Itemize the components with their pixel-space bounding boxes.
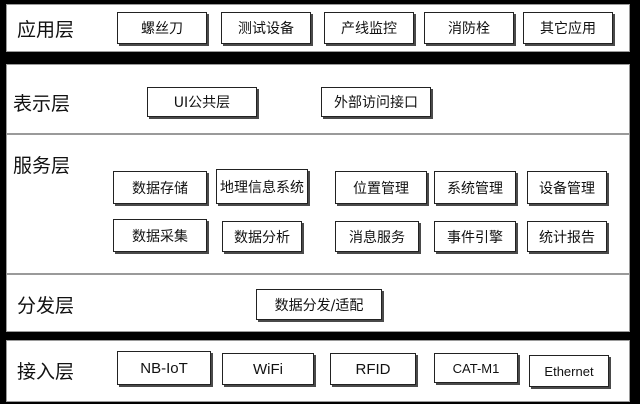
layer-label-distribution: 分发层: [17, 295, 75, 317]
access-item-cat-m1: CAT-M1: [434, 353, 518, 383]
layer-application: 应用层 螺丝刀 测试设备 产线监控 消防栓 其它应用: [6, 4, 630, 52]
service-item-device-mgmt: 设备管理: [527, 171, 607, 204]
distribution-item-data-dispatch: 数据分发/适配: [256, 289, 382, 320]
service-item-system-mgmt: 系统管理: [434, 171, 516, 204]
service-item-event-engine: 事件引擎: [434, 221, 516, 252]
layer-distribution: 分发层 数据分发/适配: [6, 274, 630, 332]
service-item-data-collection: 数据采集: [113, 219, 207, 252]
layer-label-application: 应用层: [17, 19, 75, 41]
access-item-wifi: WiFi: [222, 353, 314, 385]
access-item-rfid: RFID: [330, 353, 416, 385]
service-item-data-storage: 数据存储: [113, 171, 207, 204]
service-item-data-analysis: 数据分析: [222, 221, 302, 252]
app-item-other-apps: 其它应用: [523, 12, 613, 44]
access-item-nb-iot: NB-IoT: [117, 351, 211, 385]
layer-service: 服务层 数据存储 地理信息系统 位置管理 系统管理 设备管理 数据采集 数据分析…: [6, 134, 630, 274]
app-item-line-monitoring: 产线监控: [324, 12, 414, 44]
app-item-screwdriver: 螺丝刀: [117, 12, 207, 44]
layer-access: 接入层 NB-IoT WiFi RFID CAT-M1 Ethernet: [6, 340, 630, 402]
presentation-item-external-api: 外部访问接口: [321, 87, 431, 117]
app-item-test-equipment: 测试设备: [221, 12, 311, 44]
layer-presentation: 表示层 UI公共层 外部访问接口: [6, 64, 630, 134]
layer-label-presentation: 表示层: [13, 93, 71, 115]
layer-label-service: 服务层: [13, 155, 71, 177]
service-item-message-service: 消息服务: [335, 221, 419, 252]
app-item-fire-hydrant: 消防栓: [424, 12, 514, 44]
service-item-location-mgmt: 位置管理: [335, 171, 427, 204]
service-item-statistics-report: 统计报告: [527, 221, 607, 252]
layer-label-access: 接入层: [17, 361, 75, 383]
presentation-item-ui-common: UI公共层: [147, 87, 257, 117]
access-item-ethernet: Ethernet: [529, 355, 609, 387]
service-item-gis: 地理信息系统: [216, 169, 308, 204]
